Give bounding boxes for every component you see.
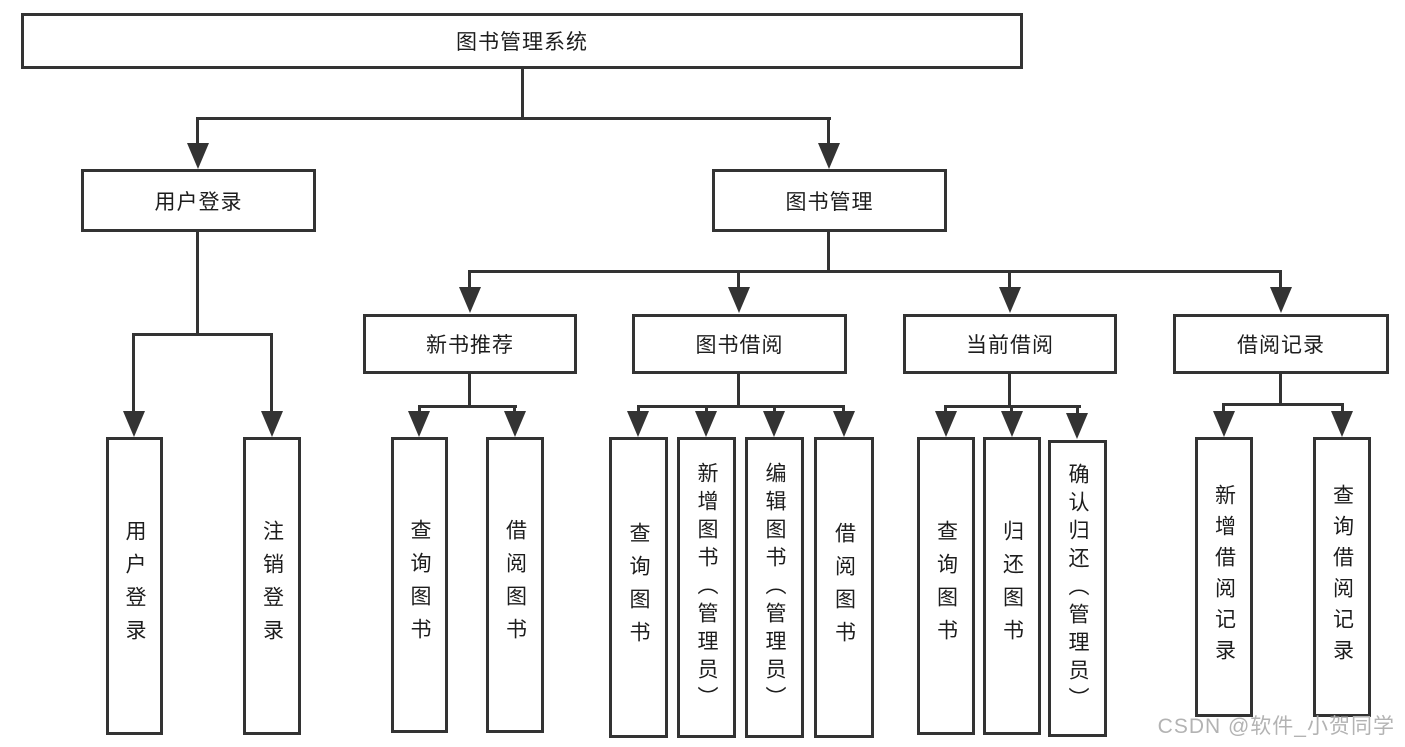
leaf-current-confirm-label: 确认归还（管理员） xyxy=(1066,462,1089,715)
arrowhead-leaf-newbook-1 xyxy=(504,411,526,437)
connector-newbook-arm-left xyxy=(418,405,421,414)
leaf-borrow-borrow-label: 借阅图书 xyxy=(832,521,856,654)
node-borrow-records: 借阅记录 xyxy=(1173,314,1389,374)
leaf-borrow-query-label: 查询图书 xyxy=(627,521,650,654)
node-borrow-records-label: 借阅记录 xyxy=(1237,334,1325,357)
connector-root-arm-right xyxy=(827,117,830,147)
connector-current-arm-2 xyxy=(1010,405,1013,414)
arrowhead-leaf-user-0 xyxy=(123,411,145,437)
connector-root-rail xyxy=(196,117,831,120)
node-root-label: 图书管理系统 xyxy=(456,31,588,54)
leaf-newbook-query: 查询图书 xyxy=(391,437,448,733)
arrowhead-borrow-records xyxy=(1270,287,1292,313)
arrowhead-book-mgmt xyxy=(818,143,840,169)
connector-mgmt-rail xyxy=(468,270,1282,273)
leaf-borrow-add-label: 新增图书（管理员） xyxy=(695,461,718,714)
csdn-watermark: CSDN @软件_小贺同学 xyxy=(1157,715,1395,738)
connector-newbook-stem xyxy=(468,374,471,408)
node-new-book: 新书推荐 xyxy=(363,314,577,374)
leaf-newbook-borrow-label: 借阅图书 xyxy=(503,519,527,651)
node-current-borrow: 当前借阅 xyxy=(903,314,1117,374)
connector-borrow-rail xyxy=(637,405,845,408)
connector-mgmt-arm-3 xyxy=(1008,270,1011,288)
arrowhead-leaf-current-2 xyxy=(1066,413,1088,439)
leaf-borrow-edit-label: 编辑图书（管理员） xyxy=(763,461,786,714)
connector-current-arm-3 xyxy=(1076,405,1079,414)
leaf-current-return-label: 归还图书 xyxy=(1000,520,1024,652)
leaf-user-login: 用户登录 xyxy=(106,437,163,735)
node-user-login-label: 用户登录 xyxy=(154,190,243,214)
arrowhead-leaf-borrow-1 xyxy=(695,411,717,437)
arrowhead-leaf-current-0 xyxy=(935,411,957,437)
leaf-borrow-query: 查询图书 xyxy=(609,437,668,738)
connector-user-arm-right xyxy=(270,333,273,411)
leaf-records-add-label: 新增借阅记录 xyxy=(1212,484,1236,670)
connector-current-stem xyxy=(1008,374,1011,408)
leaf-current-query: 查询图书 xyxy=(917,437,975,735)
leaf-borrow-edit: 编辑图书（管理员） xyxy=(745,437,804,738)
node-new-book-label: 新书推荐 xyxy=(426,334,514,357)
leaf-borrow-add: 新增图书（管理员） xyxy=(677,437,736,738)
leaf-records-query: 查询借阅记录 xyxy=(1313,437,1371,717)
arrowhead-book-borrow xyxy=(728,287,750,313)
connector-records-arm-left xyxy=(1222,403,1225,414)
connector-user-arm-left xyxy=(132,333,135,411)
node-current-borrow-label: 当前借阅 xyxy=(966,334,1054,357)
leaf-current-query-label: 查询图书 xyxy=(934,520,958,652)
arrowhead-user-login xyxy=(187,143,209,169)
leaf-newbook-borrow: 借阅图书 xyxy=(486,437,544,733)
connector-records-rail xyxy=(1222,403,1344,406)
arrowhead-leaf-user-1 xyxy=(261,411,283,437)
connector-mgmt-arm-4 xyxy=(1279,270,1282,288)
connector-records-stem xyxy=(1279,374,1282,405)
connector-borrow-stem xyxy=(737,374,740,408)
arrowhead-leaf-records-0 xyxy=(1213,411,1235,437)
node-book-mgmt: 图书管理 xyxy=(712,169,947,232)
connector-user-rail xyxy=(132,333,273,336)
leaf-user-logout: 注销登录 xyxy=(243,437,301,735)
node-book-borrow: 图书借阅 xyxy=(632,314,847,374)
connector-borrow-arm-4 xyxy=(842,405,845,414)
leaf-borrow-borrow: 借阅图书 xyxy=(814,437,874,738)
node-user-login: 用户登录 xyxy=(81,169,316,232)
connector-root-stem xyxy=(521,69,524,120)
connector-user-stem xyxy=(196,232,199,336)
arrowhead-leaf-borrow-3 xyxy=(833,411,855,437)
arrowhead-leaf-borrow-0 xyxy=(627,411,649,437)
leaf-records-add: 新增借阅记录 xyxy=(1195,437,1253,717)
connector-newbook-rail xyxy=(418,405,517,408)
connector-newbook-arm-right xyxy=(513,405,516,414)
connector-borrow-arm-3 xyxy=(773,405,776,414)
leaf-current-confirm: 确认归还（管理员） xyxy=(1048,440,1107,737)
connector-mgmt-arm-2 xyxy=(737,270,740,288)
connector-root-arm-left xyxy=(196,117,199,147)
arrowhead-leaf-newbook-0 xyxy=(408,411,430,437)
node-book-borrow-label: 图书借阅 xyxy=(695,334,784,357)
leaf-user-login-label: 用户登录 xyxy=(123,520,146,652)
leaf-newbook-query-label: 查询图书 xyxy=(408,519,431,651)
connector-current-arm-1 xyxy=(944,405,947,414)
connector-borrow-arm-1 xyxy=(637,405,640,414)
node-book-mgmt-label: 图书管理 xyxy=(785,190,874,214)
arrowhead-leaf-records-1 xyxy=(1331,411,1353,437)
arrowhead-leaf-current-1 xyxy=(1001,411,1023,437)
connector-borrow-arm-2 xyxy=(705,405,708,414)
leaf-records-query-label: 查询借阅记录 xyxy=(1330,484,1354,670)
node-root: 图书管理系统 xyxy=(21,13,1023,69)
arrowhead-new-book xyxy=(459,287,481,313)
arrowhead-leaf-borrow-2 xyxy=(763,411,785,437)
connector-mgmt-arm-1 xyxy=(468,270,471,288)
leaf-current-return: 归还图书 xyxy=(983,437,1041,735)
arrowhead-current-borrow xyxy=(999,287,1021,313)
leaf-user-logout-label: 注销登录 xyxy=(260,520,284,652)
connector-mgmt-stem xyxy=(827,232,830,273)
connector-records-arm-right xyxy=(1341,403,1344,414)
